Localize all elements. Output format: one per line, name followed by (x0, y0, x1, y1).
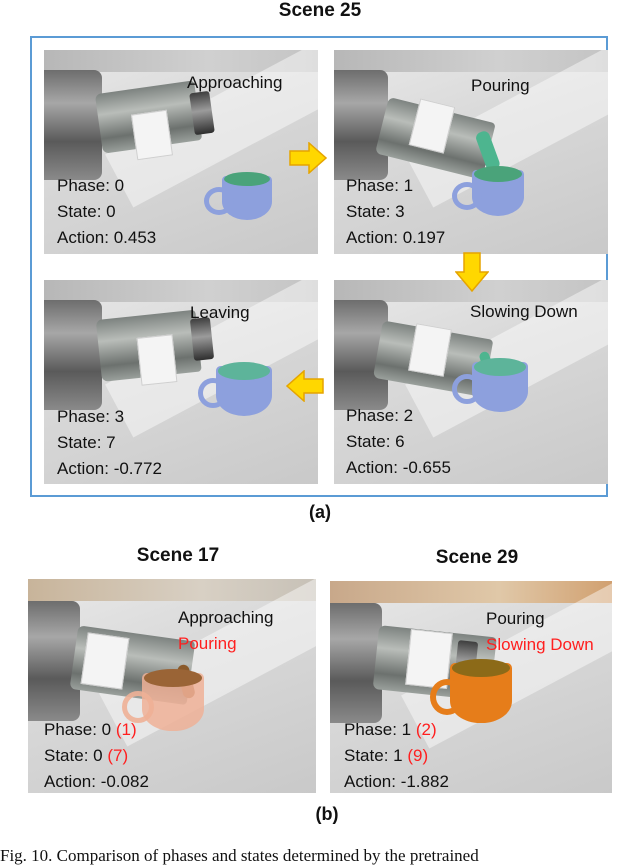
state-alt-value: (7) (107, 746, 129, 765)
figure-caption: Fig. 10. Comparison of phases and states… (0, 846, 479, 865)
frame-pouring-phase-name: Pouring (471, 76, 530, 95)
frame-leaving-caption: Phase: 3 State: 7 Action: -0.772 (57, 404, 162, 482)
arrow-down-icon (455, 252, 489, 292)
state-value: State: 0 (57, 202, 116, 221)
frame-leaving-phase-name: Leaving (190, 303, 250, 322)
action-value: Action: -0.082 (44, 772, 149, 791)
state-value: State: 6 (346, 432, 405, 451)
action-value: Action: -1.882 (344, 772, 449, 791)
frame-pouring-image (334, 50, 608, 254)
action-value: Action: 0.453 (57, 228, 157, 247)
frame-approaching-image (44, 50, 318, 254)
frame-slowing-down-image (334, 280, 608, 484)
scene-17-phase-name: Approaching (178, 608, 274, 627)
scene-29-image (330, 581, 612, 793)
scene-17-image (28, 579, 316, 793)
frame-pouring-caption: Phase: 1 State: 3 Action: 0.197 (346, 173, 445, 251)
arrow-right-icon (289, 142, 327, 174)
action-value: Action: 0.197 (346, 228, 446, 247)
phase-value: Phase: 2 (346, 406, 414, 425)
state-alt-value: (9) (407, 746, 429, 765)
scene-25-title: Scene 25 (278, 0, 362, 21)
frame-leaving-image (44, 280, 318, 484)
scene-29-phase-name: Pouring (486, 609, 545, 628)
state-value: State: 0 (44, 746, 103, 765)
scene-25-box (30, 36, 608, 497)
frame-slowing-down-caption: Phase: 2 State: 6 Action: -0.655 (346, 403, 451, 481)
phase-value: Phase: 1 (344, 720, 412, 739)
frame-approaching-phase-name: Approaching (187, 73, 283, 92)
scene-17-alt-phase-name: Pouring (178, 634, 237, 653)
scene-17-caption: Phase: 0 (1) State: 0 (7) Action: -0.082 (44, 717, 149, 795)
scene-29-title: Scene 29 (435, 547, 519, 568)
panel-b-label: (b) (315, 804, 339, 824)
panel-a-label: (a) (309, 502, 331, 522)
state-value: State: 3 (346, 202, 405, 221)
action-value: Action: -0.655 (346, 458, 451, 477)
phase-value: Phase: 1 (346, 176, 414, 195)
phase-value: Phase: 3 (57, 407, 125, 426)
scene-29-caption: Phase: 1 (2) State: 1 (9) Action: -1.882 (344, 717, 449, 795)
frame-slowing-down-phase-name: Slowing Down (470, 302, 578, 321)
phase-alt-value: (1) (115, 720, 137, 739)
state-value: State: 1 (344, 746, 403, 765)
frame-approaching-caption: Phase: 0 State: 0 Action: 0.453 (57, 173, 156, 251)
phase-alt-value: (2) (415, 720, 437, 739)
action-value: Action: -0.772 (57, 459, 162, 478)
arrow-left-icon (286, 370, 324, 402)
state-value: State: 7 (57, 433, 116, 452)
phase-value: Phase: 0 (44, 720, 112, 739)
scene-17-title: Scene 17 (136, 545, 220, 566)
scene-29-alt-phase-name: Slowing Down (486, 635, 594, 654)
phase-value: Phase: 0 (57, 176, 125, 195)
